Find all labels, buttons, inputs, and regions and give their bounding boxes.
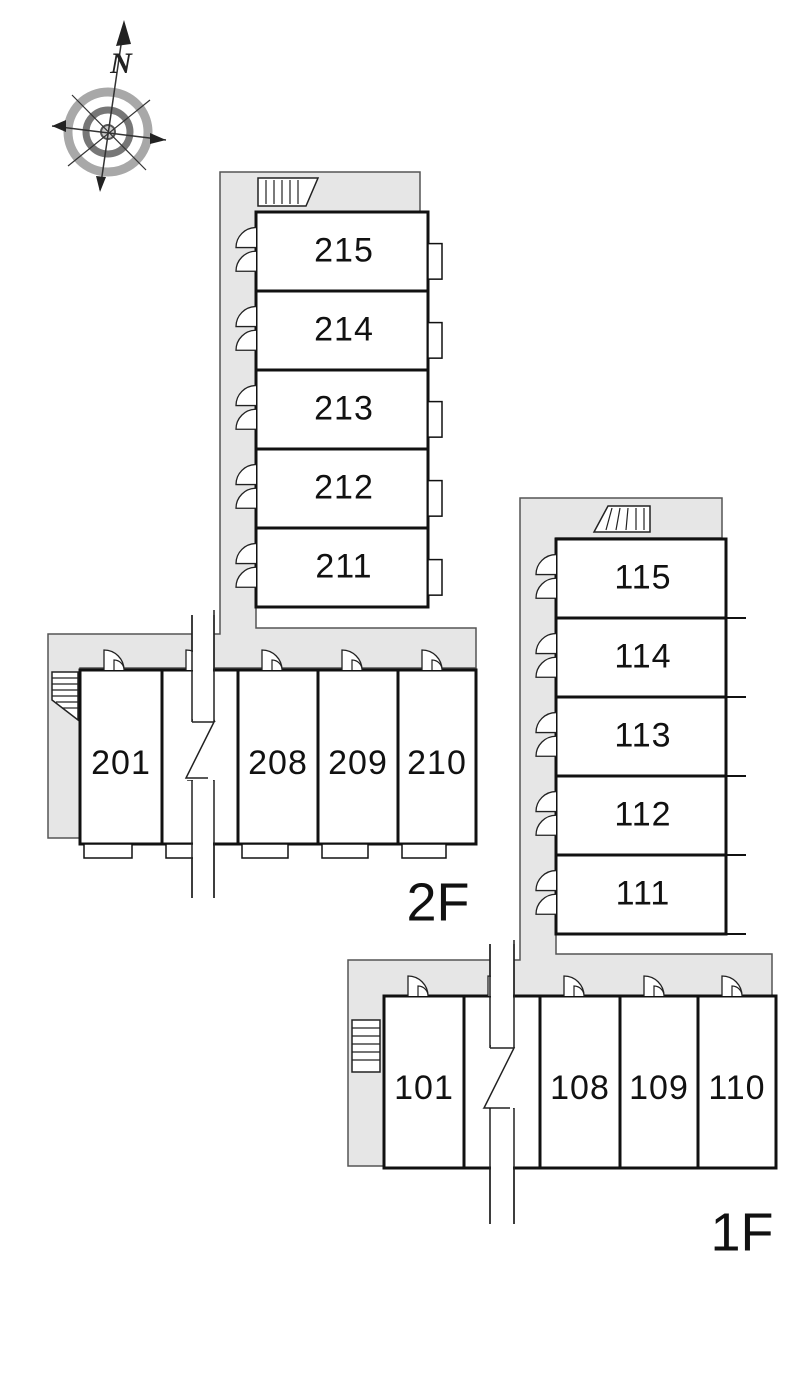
unit-209: 209 xyxy=(316,649,400,859)
unit-number: 215 xyxy=(314,231,374,269)
door-icon xyxy=(535,656,557,678)
stairs-icon xyxy=(257,177,320,207)
unit-201: 201 xyxy=(78,649,164,859)
unit-215: 215 xyxy=(235,210,443,293)
door-icon xyxy=(235,487,257,509)
unit-number: 211 xyxy=(315,547,372,585)
plan-break xyxy=(476,944,526,1224)
unit-111: 111 xyxy=(535,853,746,936)
balcony xyxy=(427,479,443,517)
unit-number: 208 xyxy=(248,744,308,782)
balcony xyxy=(241,843,289,859)
unit-115: 115 xyxy=(535,537,746,620)
door-icon xyxy=(535,814,557,836)
door-icon xyxy=(535,869,557,892)
unit-number: 101 xyxy=(394,1069,454,1107)
stairs-icon xyxy=(351,1019,381,1073)
door-icon xyxy=(235,566,257,588)
unit-number: 212 xyxy=(314,468,374,506)
unit-213: 213 xyxy=(235,368,443,451)
unit-number: 110 xyxy=(708,1069,765,1107)
door-icon xyxy=(535,735,557,757)
plan-break xyxy=(180,615,226,898)
door-icon xyxy=(235,226,257,249)
unit-number: 213 xyxy=(314,389,374,427)
unit-112: 112 xyxy=(535,774,746,857)
unit-113: 113 xyxy=(535,695,746,778)
floor-2-plan: 215 214 213 212 211 201 208 209 210 2F xyxy=(47,171,478,932)
door-icon xyxy=(535,711,557,734)
unit-214: 214 xyxy=(235,289,443,372)
unit-number: 109 xyxy=(629,1069,689,1107)
unit-number: 115 xyxy=(614,558,671,596)
balcony xyxy=(427,321,443,359)
balcony xyxy=(427,558,443,596)
stairs-icon xyxy=(592,505,651,533)
unit-211: 211 xyxy=(235,526,443,609)
unit-109: 109 xyxy=(618,975,700,1170)
unit-number: 108 xyxy=(550,1069,610,1107)
door-icon xyxy=(235,329,257,351)
balcony xyxy=(321,843,369,859)
unit-number: 214 xyxy=(314,310,374,348)
door-icon xyxy=(535,790,557,813)
balcony xyxy=(427,400,443,438)
unit-number: 112 xyxy=(614,795,671,833)
compass-icon: N xyxy=(51,20,167,192)
unit-114: 114 xyxy=(535,616,746,699)
door-icon xyxy=(235,408,257,430)
unit-number: 114 xyxy=(614,637,671,675)
door-icon xyxy=(235,250,257,272)
unit-208: 208 xyxy=(236,649,320,859)
door-icon xyxy=(235,463,257,486)
unit-210: 210 xyxy=(396,649,478,859)
balcony xyxy=(83,843,133,859)
compass-north-label: N xyxy=(109,47,133,80)
unit-101: 101 xyxy=(382,975,466,1170)
unit-108: 108 xyxy=(538,975,622,1170)
unit-number: 210 xyxy=(407,744,467,782)
unit-number: 209 xyxy=(328,744,388,782)
door-icon xyxy=(535,553,557,576)
balcony xyxy=(427,242,443,280)
stairs-icon xyxy=(51,671,79,722)
unit-212: 212 xyxy=(235,447,443,530)
balcony xyxy=(401,843,447,859)
floor-2-label: 2F xyxy=(406,872,469,932)
door-icon xyxy=(535,577,557,599)
door-icon xyxy=(235,305,257,328)
unit-number: 113 xyxy=(614,716,671,754)
door-icon xyxy=(535,893,557,915)
unit-number: 201 xyxy=(91,744,151,782)
door-icon xyxy=(535,632,557,655)
door-icon xyxy=(235,384,257,407)
floor-1-label: 1F xyxy=(710,1202,773,1262)
door-icon xyxy=(235,542,257,565)
unit-number: 111 xyxy=(616,874,671,912)
unit-110: 110 xyxy=(696,975,778,1170)
